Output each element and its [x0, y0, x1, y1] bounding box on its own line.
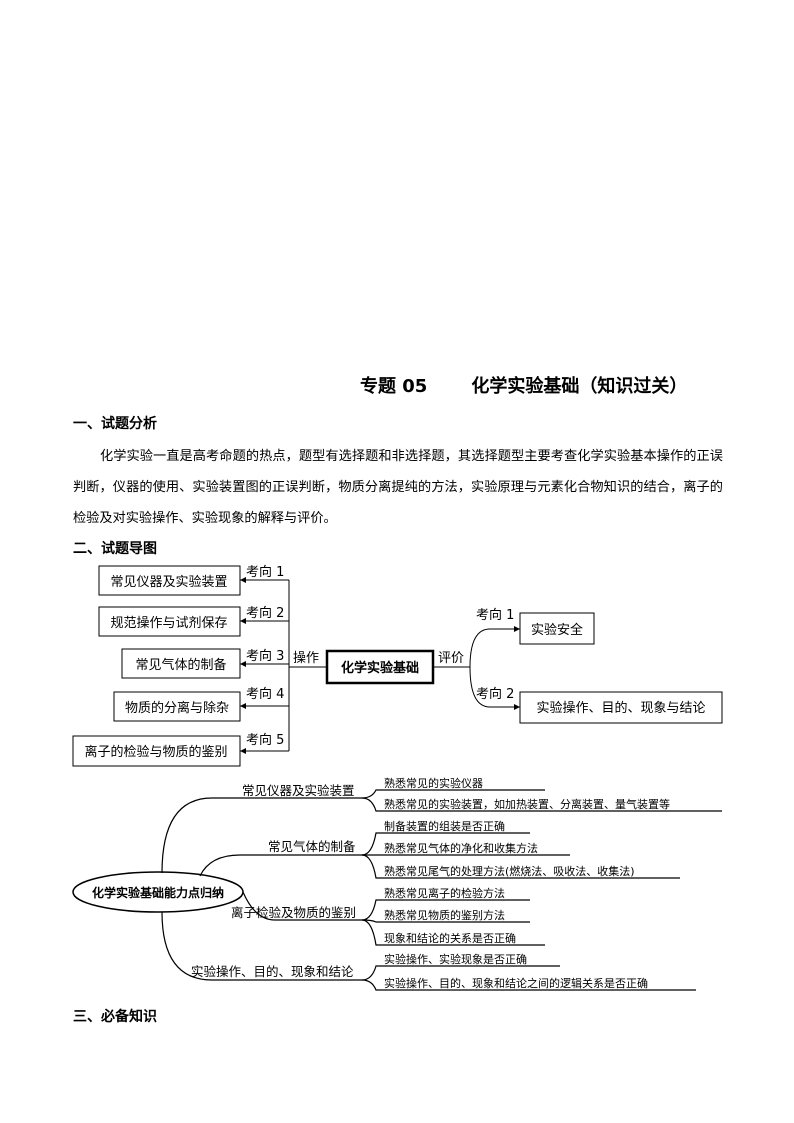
- right-label-2: 实验操作、目的、现象与结论: [536, 700, 705, 716]
- right-dir-2: 考向 2: [476, 686, 514, 702]
- leaf-3-1: 熟悉常见离子的检验方法: [384, 886, 505, 900]
- leaf-2-1: 制备装置的组装是否正确: [384, 819, 505, 833]
- left-label-4: 物质的分离与除杂: [125, 700, 229, 716]
- leaf-2-3: 熟悉常见尾气的处理方法(燃烧法、吸收法、收集法): [384, 864, 635, 878]
- leaf-3-3: 现象和结论的关系是否正确: [384, 931, 516, 945]
- title-topic: 专题 05: [360, 376, 428, 397]
- section-heading-map: 二、试题导图: [73, 541, 157, 557]
- left-dir-5: 考向 5: [246, 732, 284, 748]
- left-dir-2: 考向 2: [246, 605, 284, 621]
- group-label-3: 离子检验及物质的鉴别: [231, 905, 356, 920]
- left-dir-4: 考向 4: [246, 686, 284, 702]
- group-label-1: 常见仪器及实验装置: [242, 783, 355, 798]
- right-dir-1: 考向 1: [476, 607, 514, 623]
- right-label-1: 实验安全: [531, 622, 583, 638]
- leaf-3-2: 熟悉常见物质的鉴别方法: [384, 908, 505, 922]
- left-label-5: 离子的检验与物质的鉴别: [84, 744, 227, 760]
- left-dir-3: 考向 3: [246, 648, 284, 664]
- leaf-1-2: 熟悉常见的实验装置，如加热装置、分离装置、量气装置等: [384, 797, 670, 811]
- group-label-4: 实验操作、目的、现象和结论: [191, 964, 354, 979]
- page-title: 专题 05 化学实验基础（知识过关）: [360, 372, 687, 398]
- section-heading-knowledge: 三、必备知识: [73, 1009, 157, 1025]
- group-label-2: 常见气体的制备: [268, 839, 356, 854]
- leaf-2-2: 熟悉常见气体的净化和收集方法: [384, 841, 538, 855]
- root-label: 化学实验基础能力点归纳: [92, 885, 224, 900]
- title-name: 化学实验基础（知识过关）: [471, 376, 688, 397]
- branch-operation: 操作: [293, 650, 319, 666]
- section-heading-analysis: 一、试题分析: [73, 416, 157, 432]
- left-label-1: 常见仪器及实验装置: [110, 574, 227, 590]
- left-label-2: 规范操作与试剂保存: [110, 615, 227, 631]
- leaf-4-1: 实验操作、实验现象是否正确: [384, 952, 527, 966]
- left-label-3: 常见气体的制备: [135, 657, 226, 673]
- analysis-paragraph: 化学实验一直是高考命题的热点，题型有选择题和非选择题，其选择题型主要考查化学实验…: [73, 449, 723, 526]
- center-label: 化学实验基础: [341, 660, 419, 676]
- branch-evaluation: 评价: [438, 651, 464, 666]
- leaf-1-1: 熟悉常见的实验仪器: [384, 776, 483, 790]
- left-dir-1: 考向 1: [246, 564, 284, 580]
- leaf-4-2: 实验操作、目的、现象和结论之间的逻辑关系是否正确: [384, 976, 648, 990]
